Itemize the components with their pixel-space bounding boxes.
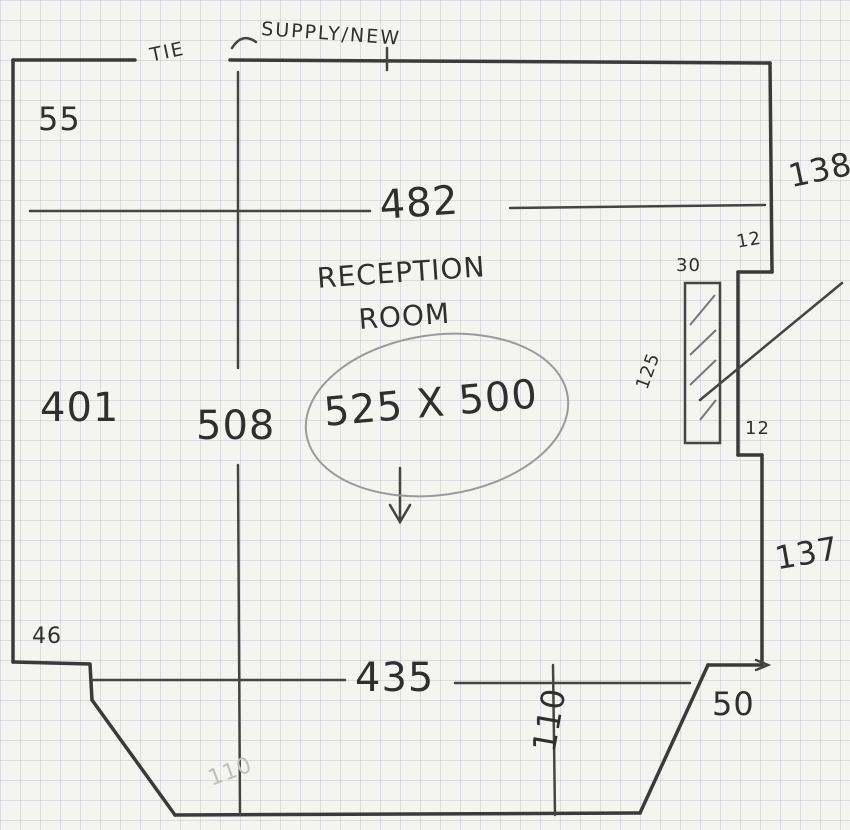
room-size-ellipse [304,332,570,498]
bay-depth-line [551,663,557,817]
dim-length-center: 508 [196,403,276,449]
dim-top-left-corner: 55 [38,100,81,138]
bay-left-diagonal [90,698,177,817]
dim-window-bottom-return: 12 [745,418,770,439]
right-wall-upper [768,61,774,274]
bay-right-diagonal [638,663,710,815]
window-frame [683,281,722,445]
leader-line [698,281,844,402]
dim-bay-right: 50 [712,685,755,723]
room-name: RECEPTION ROOM [315,250,487,337]
tie-curve [230,36,258,50]
dim-width-bottom: 435 [355,655,435,701]
dim-window-top-return: 12 [735,227,764,253]
bottom-left-step [11,660,94,702]
dim-bottom-left-corner: 46 [32,624,62,649]
arrow-down-head [388,503,412,525]
dim-width-top: 482 [378,177,461,229]
bay-bottom [173,811,642,817]
dim-left-wall: 401 [40,385,120,431]
window-detail [683,281,722,445]
width-line-right [508,203,767,210]
top-wall-right [228,58,772,65]
arrow-right-head [754,658,772,672]
dim-window-sill: 30 [676,255,701,276]
length-line-lower [236,463,242,817]
